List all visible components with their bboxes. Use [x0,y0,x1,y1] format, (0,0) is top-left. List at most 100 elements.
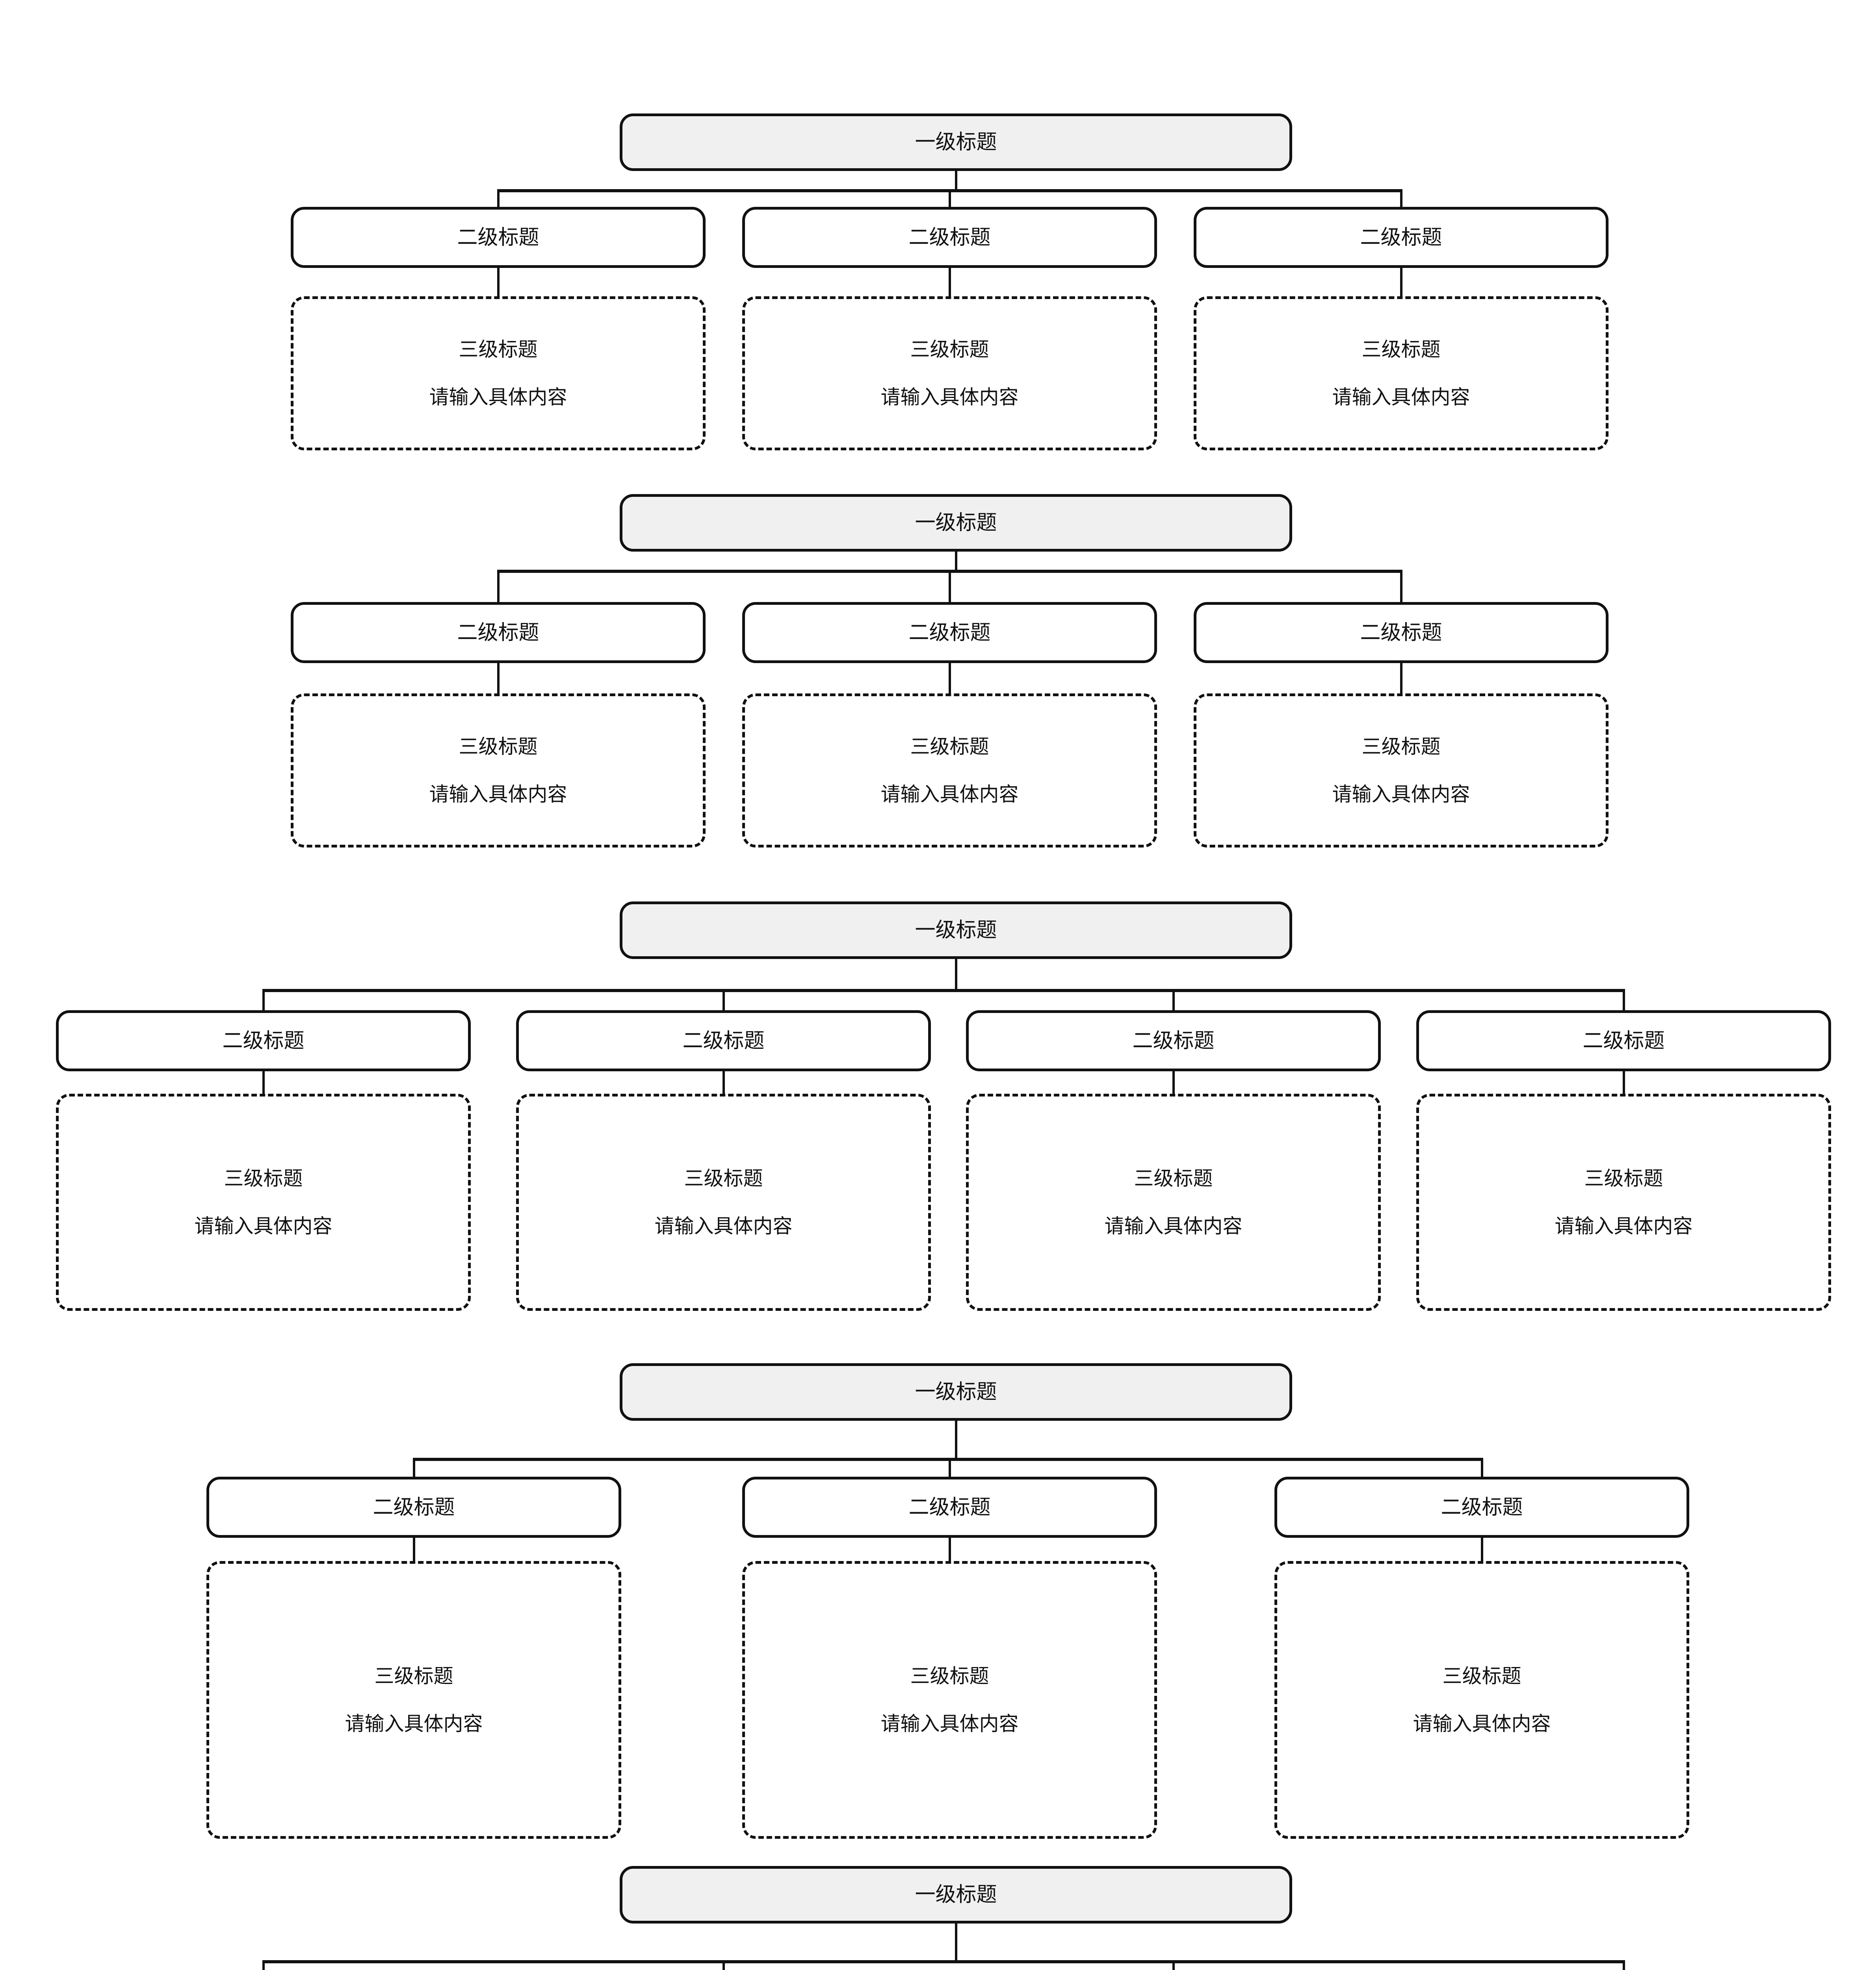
diagram-2-level3-node-1[interactable]: 三级标题请输入具体内容 [291,693,706,847]
diagram-1-level3-node-2[interactable]: 三级标题请输入具体内容 [742,296,1157,450]
diagram-5-drop-3 [1172,1960,1175,1970]
diagram-3-link-2 [722,1071,725,1094]
level1-label: 一级标题 [915,131,997,154]
diagram-3-level1-node[interactable]: 一级标题 [620,901,1292,959]
level2-label: 二级标题 [457,621,539,644]
diagram-1-level2-node-2[interactable]: 二级标题 [742,207,1157,268]
diagram-2-level3-node-3[interactable]: 三级标题请输入具体内容 [1194,693,1609,847]
level1-label: 一级标题 [915,1381,997,1403]
level3-title: 三级标题 [910,735,989,758]
level1-label: 一级标题 [915,1883,997,1906]
level3-body: 请输入具体内容 [880,1712,1019,1735]
diagram-4-link-2 [948,1538,951,1561]
level3-body: 请输入具体内容 [1555,1215,1693,1237]
diagram-5-root-stem [955,1924,957,1960]
diagram-2-level3-node-2[interactable]: 三级标题请输入具体内容 [742,693,1157,847]
level2-label: 二级标题 [908,621,991,644]
diagram-4-level1-node[interactable]: 一级标题 [620,1363,1292,1421]
diagram-1-link-2 [948,268,951,296]
level1-label: 一级标题 [915,511,997,534]
diagram-2-drop-1 [497,570,500,602]
diagram-3-level2-node-2[interactable]: 二级标题 [516,1010,931,1071]
diagram-5-level1-node[interactable]: 一级标题 [620,1866,1292,1924]
diagram-3-drop-4 [1622,989,1625,1010]
level3-body: 请输入具体内容 [1332,783,1470,805]
diagram-3-level2-node-1[interactable]: 二级标题 [56,1010,471,1071]
diagram-3-level3-node-1[interactable]: 三级标题请输入具体内容 [56,1094,471,1311]
diagram-5-drop-1 [262,1960,265,1970]
level1-label: 一级标题 [915,919,997,942]
level2-label: 二级标题 [1441,1496,1523,1519]
level3-body: 请输入具体内容 [429,783,567,805]
diagram-3-level3-node-4[interactable]: 三级标题请输入具体内容 [1416,1094,1831,1311]
diagram-4-level2-node-1[interactable]: 二级标题 [206,1477,621,1538]
level2-label: 二级标题 [1360,226,1442,249]
level3-title: 三级标题 [684,1167,763,1189]
diagram-1-level1-node[interactable]: 一级标题 [620,113,1292,171]
diagram-1-drop-2 [948,189,951,207]
diagram-3-link-4 [1622,1071,1625,1094]
diagram-4-level3-node-3[interactable]: 三级标题请输入具体内容 [1274,1561,1689,1839]
diagram-4-drop-1 [412,1458,415,1477]
level3-title: 三级标题 [1134,1167,1213,1189]
diagram-2-connector-bus [497,570,1402,573]
level3-body: 请输入具体内容 [880,386,1019,408]
level3-title: 三级标题 [1584,1167,1663,1189]
level2-label: 二级标题 [222,1029,305,1052]
level3-body: 请输入具体内容 [194,1215,332,1237]
diagram-1-drop-1 [497,189,500,207]
level3-body: 请输入具体内容 [1104,1215,1243,1237]
diagram-3-level3-node-3[interactable]: 三级标题请输入具体内容 [966,1094,1381,1311]
diagram-2-level2-node-3[interactable]: 二级标题 [1194,602,1609,663]
level3-body: 请输入具体内容 [1413,1712,1551,1735]
diagram-1-level3-node-1[interactable]: 三级标题请输入具体内容 [291,296,706,450]
level2-label: 二级标题 [457,226,539,249]
diagram-2-level2-node-1[interactable]: 二级标题 [291,602,706,663]
diagram-1-link-1 [497,268,500,296]
diagram-1-level3-node-3[interactable]: 三级标题请输入具体内容 [1194,296,1609,450]
level2-label: 二级标题 [908,1496,991,1519]
diagram-5-drop-4 [1622,1960,1625,1970]
diagram-4-level2-node-3[interactable]: 二级标题 [1274,1477,1689,1538]
level3-title: 三级标题 [1361,735,1441,758]
diagram-3-level2-node-3[interactable]: 二级标题 [966,1010,1381,1071]
level3-title: 三级标题 [1361,338,1441,361]
diagram-1-level2-node-1[interactable]: 二级标题 [291,207,706,268]
level3-title: 三级标题 [910,338,989,361]
level3-title: 三级标题 [459,338,538,361]
level3-title: 三级标题 [224,1167,303,1189]
level3-title: 三级标题 [1442,1665,1521,1687]
level3-body: 请输入具体内容 [880,783,1019,805]
level2-label: 二级标题 [373,1496,455,1519]
diagram-2-link-1 [497,663,500,693]
diagram-2-link-2 [948,663,951,693]
diagram-1-level2-node-3[interactable]: 二级标题 [1194,207,1609,268]
diagram-1-drop-3 [1400,189,1402,207]
diagram-2-level2-node-2[interactable]: 二级标题 [742,602,1157,663]
diagram-2-link-3 [1400,663,1402,693]
diagram-1-connector-bus [497,189,1402,192]
diagram-1-link-3 [1400,268,1402,296]
level3-title: 三级标题 [910,1665,989,1687]
diagram-4-link-3 [1480,1538,1483,1561]
diagram-4-level3-node-2[interactable]: 三级标题请输入具体内容 [742,1561,1157,1839]
diagram-4-root-stem [955,1421,957,1458]
diagram-5-drop-2 [722,1960,725,1970]
diagram-4-drop-3 [1480,1458,1483,1477]
diagram-3-connector-bus [262,989,1625,992]
diagram-2-drop-3 [1400,570,1402,602]
level2-label: 二级标题 [1360,621,1442,644]
diagram-3-level2-node-4[interactable]: 二级标题 [1416,1010,1831,1071]
diagram-4-link-1 [412,1538,415,1561]
level3-body: 请输入具体内容 [1332,386,1470,408]
diagram-1-root-stem [955,171,957,189]
diagram-3-level3-node-2[interactable]: 三级标题请输入具体内容 [516,1094,931,1311]
diagram-4-level2-node-2[interactable]: 二级标题 [742,1477,1157,1538]
diagram-4-level3-node-1[interactable]: 三级标题请输入具体内容 [206,1561,621,1839]
level3-body: 请输入具体内容 [654,1215,793,1237]
level2-label: 二级标题 [682,1029,765,1052]
diagram-2-level1-node[interactable]: 一级标题 [620,494,1292,552]
